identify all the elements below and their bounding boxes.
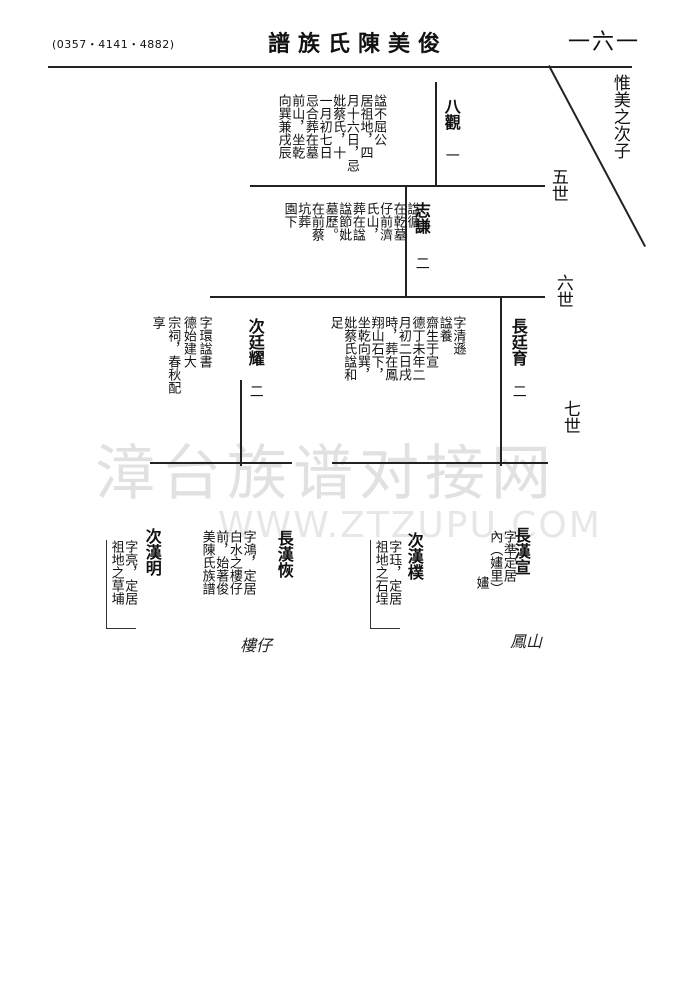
g8-0-prefix: 長: [511, 527, 531, 543]
g8-0-given-name: 漢宣: [511, 543, 531, 575]
g5-bio-line: 月十六日，忌: [343, 94, 359, 172]
g7-elder-name: 長廷育: [508, 318, 528, 366]
g7-younger-bio-line: 享: [149, 316, 165, 329]
g6-name: 志謙: [411, 202, 431, 234]
g8-2-prefix: 長: [274, 530, 294, 546]
rule-g6: [210, 296, 545, 298]
g8-0-bio-line: 嫿: [473, 576, 489, 589]
g6-bio-line: 在前蔡: [308, 202, 324, 241]
g6-bio-line: 諡循: [404, 202, 420, 228]
g8-0-bio: 字準定居 內（嫿里） 嫿: [473, 530, 516, 630]
g5-bio: 諡不屈公 居祖地，四 月十六日，忌 妣蔡氏，十 一月初七日 忌合葬在墓 前山，坐…: [275, 94, 387, 184]
handwritten-note-louzai: 樓仔: [240, 636, 273, 655]
g7-younger-bio-line: 宗祠，春秋配: [165, 316, 181, 394]
g7-elder-bio-line: 齋生于宣: [423, 316, 439, 368]
g6-bio-line: 園下: [281, 202, 297, 228]
g6-bio-line: 墓歷。: [322, 202, 338, 241]
g7-elder-bio-line: 時，葬在鳳: [382, 316, 398, 381]
g7-elder-bio: 字清遜 諡養 齋生于宣 德丁未年二 月初二日戌 時，葬在鳳 翔山石下， 坐乾向巽…: [327, 316, 466, 416]
g6-bio-line: 仔前濟: [377, 202, 393, 241]
g7-elder-bio-line: 諡養: [436, 316, 452, 342]
g6-bio-line: 在乾墓: [390, 202, 406, 241]
g8-3-given-name: 漢明: [142, 544, 162, 576]
g7-elder-bio-line: 月初二日戌: [395, 316, 411, 381]
g8-3-prefix: 次: [142, 528, 162, 544]
lineage-diagonal: [548, 65, 647, 248]
g5-bio-line: 妣蔡氏，十: [330, 94, 346, 159]
g6-bio-line: 諡節妣: [336, 202, 352, 241]
handwritten-note-fengshan: 鳳山: [510, 632, 543, 651]
connector-g6: [405, 186, 407, 298]
watermark-url: WWW.ZTZUPU.COM: [218, 505, 602, 546]
phone-number: (0357・4141・4882): [52, 38, 175, 51]
g8-3-bio-line: 字亮，定居: [122, 540, 138, 605]
g5-bio-line: 一月初七日: [316, 94, 332, 159]
g5-bio-line: 忌合葬在墓: [302, 94, 318, 159]
generation-label-6: 六世: [552, 274, 573, 308]
g5-bio-line: 前山，坐乾: [289, 94, 305, 159]
g7-younger-given-name: 廷耀: [245, 334, 265, 366]
g8-3-name: 次漢明: [142, 528, 162, 576]
g8-1-prefix: 次: [404, 532, 424, 548]
g8-2-bio-line: 白水之樓仔: [226, 530, 242, 595]
generation-label-7: 七世: [559, 400, 580, 434]
g5-name: 八觀: [441, 98, 461, 130]
g6-bio: 諡循 在乾墓 仔前濟 氏山， 葬在諡 諡節妣 墓歷。 在前蔡 坑葬 園下: [281, 202, 420, 292]
rule-g5: [250, 185, 545, 187]
g8-2-given-name: 漢恢: [274, 546, 294, 578]
g8-1-bio-line: 字珏，定居: [386, 540, 402, 605]
g7-elder-bio-line: 足: [327, 316, 343, 329]
g8-3-bio-line: 祖地之草埔: [108, 540, 124, 605]
g7-elder-prefix: 長: [508, 318, 528, 334]
g8-1-given-name: 漢樸: [404, 548, 424, 580]
g8-2-bio: 字鴻，定居 白水之樓仔 前，始著俊 美陳氏族譜: [199, 530, 256, 630]
generation-label-5: 五世: [547, 168, 568, 202]
g8-2-name: 長漢恢: [274, 530, 294, 578]
watermark-cn: 漳台族谱对接网: [95, 439, 557, 509]
lineage-note: 惟美之次子: [609, 74, 630, 159]
g8-2-bio-line: 美陳氏族譜: [199, 530, 215, 595]
g7-younger-name: 次廷耀: [245, 318, 265, 366]
g8-1-name: 次漢樸: [404, 532, 424, 580]
g8-0-bio-line: 內（嫿里）: [487, 530, 503, 595]
g8-0-bio-line: 字準定居: [500, 530, 516, 582]
header-rule: [48, 66, 632, 68]
connector-g7-younger: [240, 380, 242, 466]
g7-elder-bio-line: 字清遜: [450, 316, 466, 355]
rule-g7-younger: [150, 462, 292, 464]
g7-younger-bio-line: 字環諡書: [196, 316, 212, 368]
g8-2-bio-line: 前，始著俊: [213, 530, 229, 595]
g8-3-bio: 字亮，定居 祖地之草埔: [106, 540, 138, 629]
g7-younger-bio-line: 德始建大: [180, 316, 196, 368]
g8-2-bio-line: 字鴻，定居: [240, 530, 256, 595]
g5-bio-line: 居祖地，四: [357, 94, 373, 159]
connector-g5: [435, 82, 437, 187]
g7-younger-rank: 二: [247, 384, 264, 398]
g7-elder-bio-line: 德丁未年二: [409, 316, 425, 381]
g6-bio-line: 氏山，: [363, 202, 379, 241]
g7-elder-given-name: 廷育: [508, 334, 528, 366]
rule-g7-elder: [332, 462, 548, 464]
g7-elder-bio-line: 坐乾向巽，: [354, 316, 370, 381]
g7-younger-bio: 字環諡書 德始建大 宗祠，春秋配 享: [149, 316, 212, 408]
g5-rank: 一: [443, 148, 460, 162]
g7-elder-rank: 二: [510, 384, 527, 398]
g7-elder-bio-line: 妣蔡氏諡和: [341, 316, 357, 381]
g6-rank: 二: [413, 256, 430, 270]
g5-bio-line: 向巽兼戌辰: [275, 94, 291, 159]
g7-younger-prefix: 次: [245, 318, 265, 334]
g8-1-bio-line: 祖地之石埕: [372, 540, 388, 605]
g7-elder-bio-line: 翔山石下，: [368, 316, 384, 381]
g5-bio-line: 諡不屈公: [371, 94, 387, 146]
page-number: 一六一: [568, 30, 641, 55]
g6-bio-line: 葬在諡: [349, 202, 365, 241]
page-title: 譜族氏陳美俊: [268, 31, 449, 57]
g6-bio-line: 坑葬: [295, 202, 311, 228]
g8-0-name: 長漢宣: [511, 527, 531, 575]
g8-1-bio: 字珏，定居 祖地之石埕: [370, 540, 402, 629]
connector-g7-elder: [500, 296, 502, 466]
